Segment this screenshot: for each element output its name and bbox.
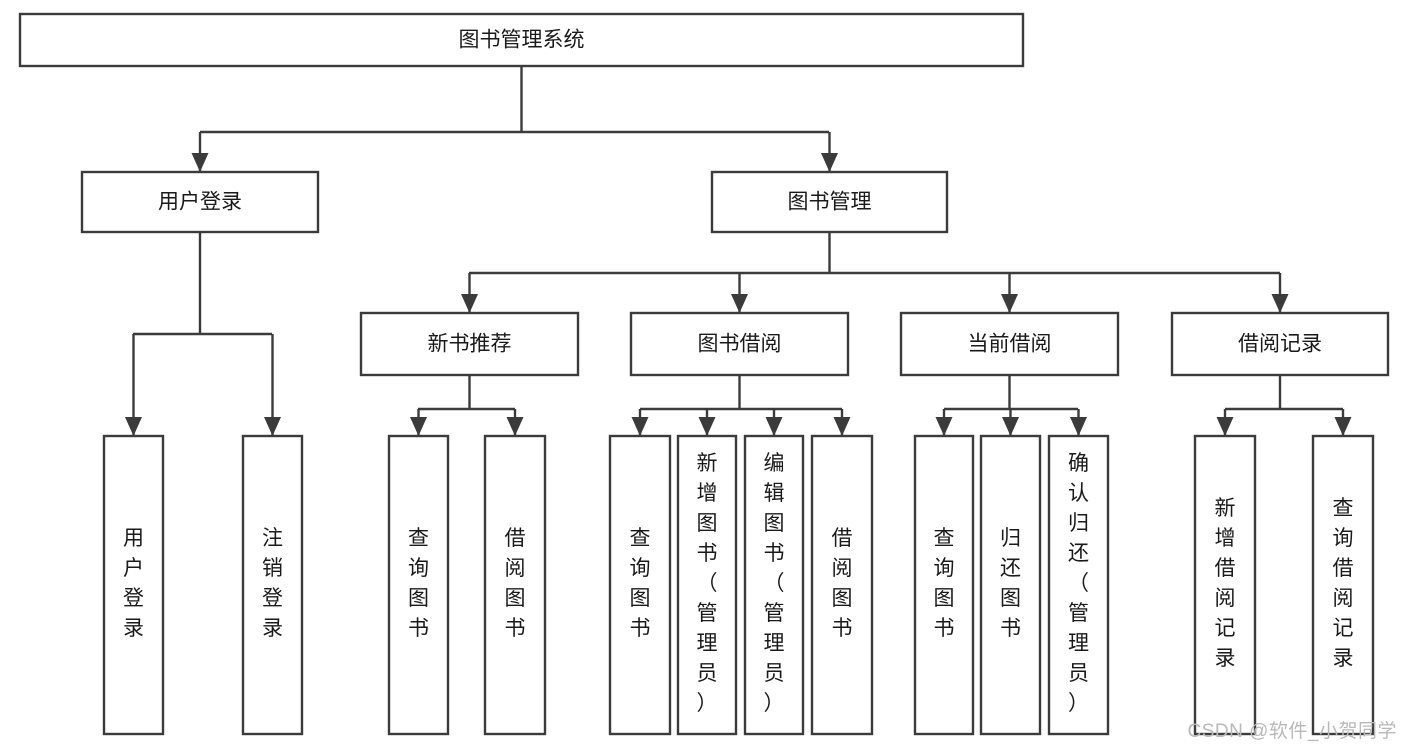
arrow-head-icon	[191, 153, 209, 172]
node-label: 新书推荐	[428, 333, 512, 356]
node-box[interactable]	[1047, 434, 1110, 736]
edges-layer	[125, 66, 1352, 436]
arrow-head-icon	[264, 417, 281, 436]
arrow-head-icon	[731, 294, 748, 313]
arrow-head-icon	[1070, 417, 1087, 436]
node-label: 用户登录	[123, 527, 144, 640]
node-box[interactable]	[1193, 434, 1257, 736]
node-leaf-user-login[interactable]: 用户登录	[102, 434, 165, 736]
arrow-head-icon	[125, 417, 142, 436]
arrow-head-icon	[1271, 294, 1289, 313]
arrow-head-icon	[631, 417, 649, 436]
arrow-head-icon	[410, 417, 427, 436]
node-box[interactable]	[387, 434, 450, 736]
node-box[interactable]	[18, 12, 1025, 68]
node-leaf-bb-edit[interactable]: 编辑图书（管理员）	[743, 434, 805, 736]
nodes-layer: 图书管理系统用户登录图书管理新书推荐图书借阅当前借阅借阅记录用户登录注销登录查询…	[18, 12, 1390, 736]
node-box[interactable]	[810, 434, 874, 736]
node-label: 借阅记录	[1238, 333, 1322, 356]
node-label: 新增图书（管理员）	[697, 452, 718, 715]
node-box[interactable]	[241, 434, 304, 736]
node-new-book-rec[interactable]: 新书推荐	[359, 311, 580, 377]
node-label: 图书借阅	[698, 333, 782, 356]
node-box[interactable]	[359, 311, 580, 377]
node-label: 注销登录	[262, 527, 283, 640]
node-leaf-user-logout[interactable]: 注销登录	[241, 434, 304, 736]
arrow-head-icon	[1001, 294, 1018, 313]
arrow-head-icon	[1216, 417, 1234, 436]
node-label: 借阅图书	[505, 527, 526, 640]
node-label: 查询图书	[408, 527, 429, 640]
node-label: 查询图书	[934, 527, 955, 640]
arrow-head-icon	[833, 417, 851, 436]
node-leaf-bb-add[interactable]: 新增图书（管理员）	[676, 434, 738, 736]
node-box[interactable]	[80, 170, 320, 234]
arrow-head-icon	[765, 417, 783, 436]
node-user-login[interactable]: 用户登录	[80, 170, 320, 234]
node-leaf-cb-query[interactable]: 查询图书	[913, 434, 975, 736]
arrow-head-icon	[1334, 417, 1352, 436]
node-box[interactable]	[676, 434, 738, 736]
arrow-head-icon	[506, 417, 524, 436]
node-box[interactable]	[483, 434, 547, 736]
node-box[interactable]	[1170, 311, 1390, 377]
node-label: 归还图书	[1000, 527, 1021, 640]
node-leaf-br-add[interactable]: 新增借阅记录	[1193, 434, 1257, 736]
node-book-borrow[interactable]: 图书借阅	[629, 311, 850, 377]
node-label: 图书管理	[788, 191, 872, 214]
node-label: 编辑图书（管理员）	[764, 452, 785, 715]
node-leaf-rec-query[interactable]: 查询图书	[387, 434, 450, 736]
node-leaf-bb-query[interactable]: 查询图书	[608, 434, 672, 736]
node-leaf-rec-borrow[interactable]: 借阅图书	[483, 434, 547, 736]
node-leaf-br-query[interactable]: 查询借阅记录	[1311, 434, 1375, 736]
arrow-head-icon	[1002, 417, 1019, 436]
node-box[interactable]	[913, 434, 975, 736]
node-book-manage[interactable]: 图书管理	[710, 170, 949, 234]
node-label: 查询图书	[630, 527, 651, 640]
node-box[interactable]	[710, 170, 949, 234]
arrow-head-icon	[461, 294, 478, 313]
node-root[interactable]: 图书管理系统	[18, 12, 1025, 68]
node-label: 查询借阅记录	[1333, 497, 1354, 670]
node-leaf-bb-borrow[interactable]: 借阅图书	[810, 434, 874, 736]
node-box[interactable]	[629, 311, 850, 377]
node-label: 图书管理系统	[459, 29, 585, 52]
arrow-head-icon	[935, 417, 953, 436]
node-box[interactable]	[608, 434, 672, 736]
node-label: 新增借阅记录	[1215, 497, 1236, 670]
node-label: 借阅图书	[832, 527, 853, 640]
arrow-head-icon	[821, 153, 838, 172]
node-box[interactable]	[1311, 434, 1375, 736]
arrow-head-icon	[698, 417, 716, 436]
node-borrow-record[interactable]: 借阅记录	[1170, 311, 1390, 377]
node-leaf-cb-return[interactable]: 归还图书	[979, 434, 1042, 736]
node-label: 用户登录	[158, 191, 242, 214]
node-box[interactable]	[102, 434, 165, 736]
node-box[interactable]	[743, 434, 805, 736]
node-box[interactable]	[979, 434, 1042, 736]
node-leaf-cb-confirm[interactable]: 确认归还（管理员）	[1047, 434, 1110, 736]
node-label: 当前借阅	[968, 333, 1052, 356]
node-box[interactable]	[899, 311, 1120, 377]
node-current-borrow[interactable]: 当前借阅	[899, 311, 1120, 377]
node-label: 确认归还（管理员）	[1068, 452, 1089, 715]
csdn-watermark: CSDN @软件_小贺同学	[1187, 721, 1397, 742]
